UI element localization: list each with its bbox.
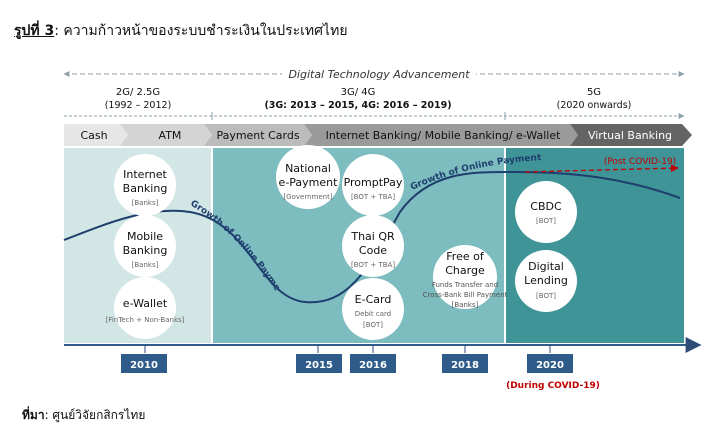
- service-cbdc: CBDC [BOT]: [515, 181, 577, 243]
- service-sub: [BOT]: [536, 217, 556, 225]
- service-title: Banking: [123, 182, 168, 195]
- service-thai-qr-code: Thai QR Code [BOT + TBA]: [342, 215, 404, 277]
- era-3g-4g-years: (3G: 2013 – 2015, 4G: 2016 – 2019): [264, 100, 451, 111]
- service-title: Banking: [123, 244, 168, 257]
- service-title: Internet: [123, 168, 167, 181]
- year-box-2018: [442, 354, 488, 373]
- year-label-2016: 2016: [359, 360, 387, 371]
- source-text: : ศูนย์วิจัยกสิกรไทย: [44, 408, 146, 422]
- growth-curve: [63, 170, 681, 304]
- era-5g-years: (2020 onwards): [557, 100, 632, 111]
- stage-label-virtual-banking: Virtual Banking: [588, 129, 672, 142]
- figure-label: รูปที่ 3: [14, 23, 55, 39]
- service-national-epayment: National e-Payment [Government]: [276, 145, 340, 209]
- source-note: ที่มา: ศูนย์วิจัยกสิกรไทย: [22, 406, 145, 425]
- service-title: Mobile: [127, 230, 163, 243]
- service-title: National: [285, 162, 331, 175]
- service-sub: [Banks]: [132, 261, 159, 269]
- service-title: e-Payment: [279, 176, 339, 189]
- year-label-2018: 2018: [451, 360, 479, 371]
- stage-chevron-atm: [120, 124, 212, 146]
- figure-caption: : ความก้าวหน้าของระบบชำระเงินในประเทศไทย: [54, 23, 348, 39]
- service-mobile-banking: Mobile Banking [Banks]: [114, 215, 176, 277]
- year-label-2010: 2010: [130, 360, 158, 371]
- service-title: CBDC: [530, 200, 562, 213]
- era-background-5g: [506, 148, 684, 343]
- stage-chevron-payment-cards: [204, 124, 312, 146]
- service-sub: [FinTech + Non-Banks]: [106, 316, 185, 324]
- service-title: Thai QR: [350, 230, 395, 243]
- service-title: Charge: [445, 264, 485, 277]
- service-title: Digital: [528, 260, 564, 273]
- service-internet-banking: Internet Banking [Banks]: [114, 154, 176, 216]
- service-title: Code: [359, 244, 387, 257]
- stage-chevron-internet-mobile-ewallet: [304, 124, 578, 146]
- year-box-2016: [350, 354, 396, 373]
- service-sub: [Banks]: [452, 301, 479, 309]
- figure-title: รูปที่ 3: ความก้าวหน้าของระบบชำระเงินในป…: [14, 20, 348, 42]
- stage-label-atm: ATM: [159, 129, 182, 142]
- service-sub: Debit card: [355, 310, 391, 318]
- service-ecard: E-Card Debit card [BOT]: [342, 278, 404, 340]
- year-label-2020: 2020: [536, 360, 564, 371]
- service-title: Free of: [446, 250, 485, 263]
- during-covid-label: (During COVID-19): [506, 381, 600, 391]
- stage-label-cash: Cash: [80, 129, 107, 142]
- service-sub: [Government]: [283, 193, 332, 201]
- year-box-2020: [527, 354, 573, 373]
- post-covid-trend-line: [524, 164, 679, 173]
- post-covid-label: (Post COVID-19): [604, 157, 676, 167]
- service-title: Lending: [524, 274, 568, 287]
- service-title: E-Card: [355, 293, 392, 306]
- service-sub: Cross-Bank Bill Payment: [423, 291, 508, 299]
- year-box-2010: [121, 354, 167, 373]
- service-ewallet: e-Wallet [FinTech + Non-Banks]: [106, 277, 185, 339]
- service-sub: [BOT + TBA]: [351, 193, 395, 201]
- year-box-2015: [296, 354, 342, 373]
- era-2g-years: (1992 – 2012): [105, 100, 172, 111]
- service-title: PromptPay: [344, 176, 403, 189]
- stage-label-internet-mobile-ewallet: Internet Banking/ Mobile Banking/ e-Wall…: [326, 129, 562, 142]
- banner-label: Digital Technology Advancement: [288, 68, 470, 81]
- service-sub: Funds Transfer and: [432, 281, 498, 289]
- service-sub: [BOT]: [536, 292, 556, 300]
- stage-chevron-cash: [64, 124, 128, 146]
- service-promptpay: PromptPay [BOT + TBA]: [342, 154, 404, 216]
- banner-label-bg: [282, 65, 476, 82]
- service-free-of-charge: Free of Charge Funds Transfer and Cross-…: [423, 245, 508, 309]
- service-title: e-Wallet: [123, 297, 168, 310]
- service-sub: [BOT + TBA]: [351, 261, 395, 269]
- era-3g-4g-name: 3G/ 4G: [341, 87, 376, 98]
- service-digital-lending: Digital Lending [BOT]: [515, 250, 577, 312]
- service-sub: [BOT]: [363, 321, 383, 329]
- service-sub: [Banks]: [132, 199, 159, 207]
- era-5g-name: 5G: [587, 87, 601, 98]
- era-2g-name: 2G/ 2.5G: [116, 87, 160, 98]
- stage-chevron-virtual-banking: [570, 124, 692, 146]
- year-label-2015: 2015: [305, 360, 333, 371]
- stage-label-payment-cards: Payment Cards: [216, 129, 299, 142]
- source-label: ที่มา: [22, 408, 45, 422]
